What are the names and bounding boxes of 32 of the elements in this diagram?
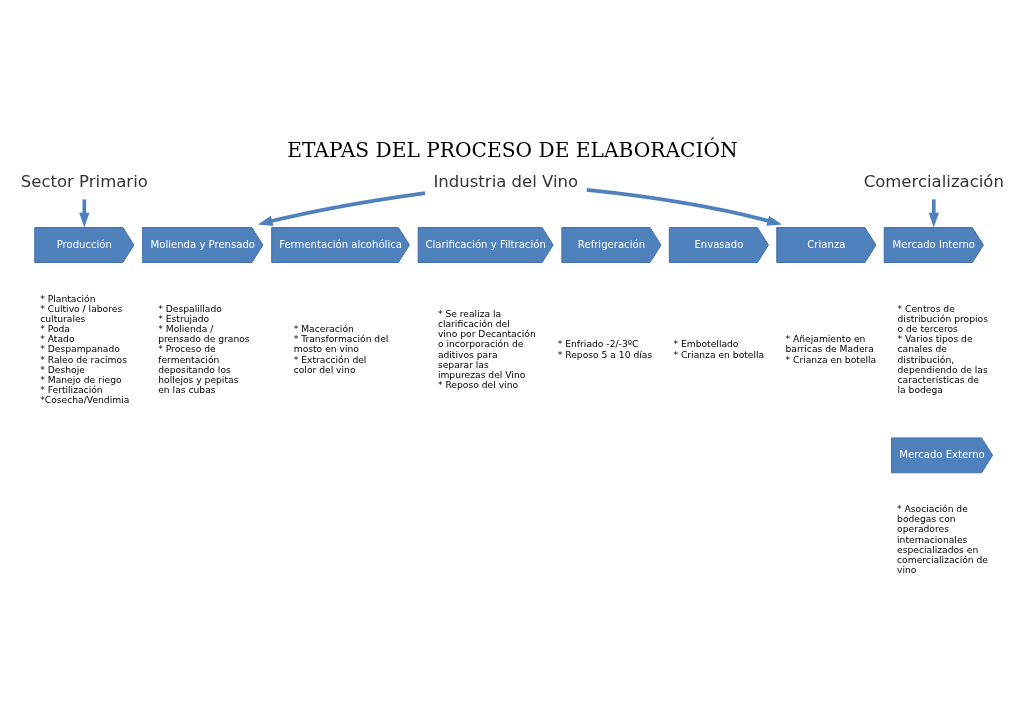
arrow <box>79 198 90 227</box>
node-label: * Transformación del mosto en vino <box>293 332 389 354</box>
node-label: * Extracción del color del vino <box>293 353 367 375</box>
node-label: * Crianza en botella <box>673 348 765 360</box>
node-label: * Poda <box>40 322 70 334</box>
node-label: * Estrujado <box>158 312 210 324</box>
node-label: * Plantación <box>40 292 96 304</box>
node-text: Sector Primario <box>20 171 148 191</box>
node-label: *Cosecha/Vendimia <box>40 393 130 405</box>
node-label: * Crianza en botella <box>785 353 877 365</box>
arrow <box>257 190 426 226</box>
diagram-title: ETAPAS DEL PROCESO DE ELABORACIÓN <box>287 137 738 162</box>
node-label: * Deshoje <box>40 363 85 375</box>
arrow <box>928 198 939 227</box>
node-label: * Se realiza la clarificación del vino por Decantación o incorporación de aditivos para separar las impurezas del Vino <box>437 307 536 380</box>
node-label: * Añejamiento en barricas de Madera <box>785 332 874 354</box>
node-label: * Atado <box>40 332 75 344</box>
node-text: Industria del Vino <box>433 171 579 191</box>
node-label: * Raleo de racimos <box>40 353 127 365</box>
node-label: * Varios tipos de canales de distribución, dependiendo de las características de la bodega <box>897 332 988 395</box>
node-label: * Cultivo / labores culturales <box>40 302 123 324</box>
node-label: * Asociación de bodegas con operadores internacionales especializados en comercialización de vino <box>897 502 989 575</box>
node-label: * Enfriado -2/-3ºC <box>557 337 639 349</box>
node-label: * Embotellado <box>673 337 739 349</box>
node-label: * Maceración <box>293 322 354 334</box>
node-label: * Despampanado <box>40 342 120 354</box>
node-label: * Despalillado <box>158 302 222 314</box>
node-label: * Centros de distribución propios o de terceros <box>897 302 988 334</box>
node-text: Comercialización <box>863 171 1004 191</box>
node-label: * Reposo 5 a 10 días <box>557 348 653 360</box>
node-label: * Reposo del vino <box>437 378 519 390</box>
arrow <box>586 187 782 226</box>
